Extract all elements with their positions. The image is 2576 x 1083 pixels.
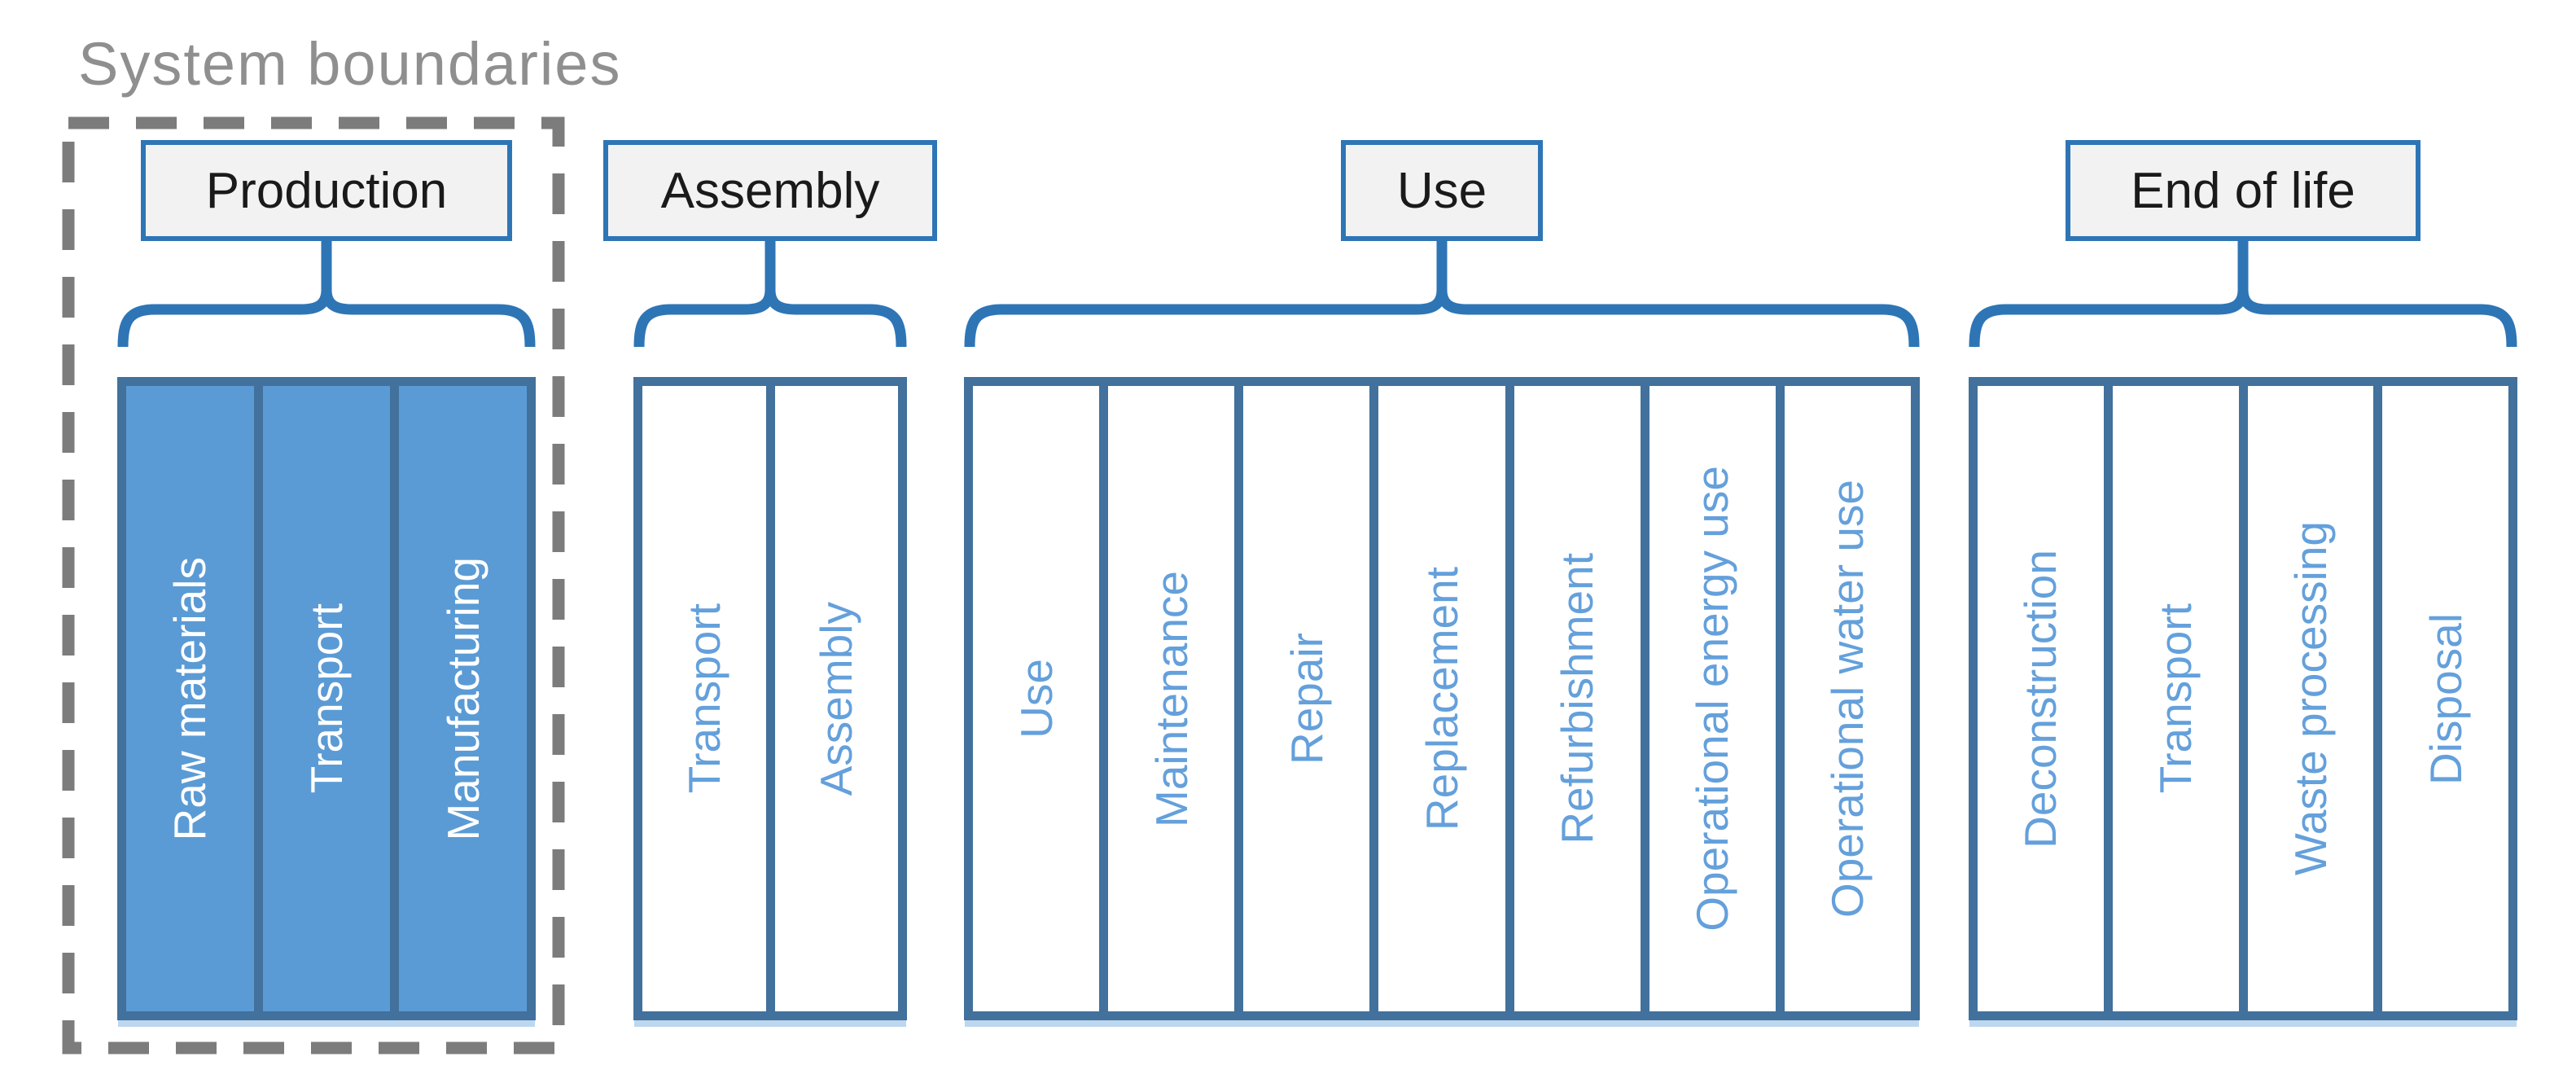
stage-header-label: Production	[205, 162, 448, 219]
brace-path	[117, 289, 536, 348]
stage-group-end-of-life: End of life Deconstruction Transport Was…	[1969, 140, 2517, 1020]
column-label: Transport	[2150, 603, 2201, 794]
column-label: Manufacturing	[437, 556, 488, 841]
brace-connector-production	[117, 241, 536, 348]
stage-header-production: Production	[141, 140, 512, 241]
stage-columns-use: Use Maintenance Repair Replacement Refur…	[964, 377, 1920, 1020]
column-raw-materials: Raw materials	[126, 386, 263, 1011]
column-label: Deconstruction	[2015, 549, 2066, 848]
stage-columns-end-of-life: Deconstruction Transport Waste processin…	[1969, 377, 2517, 1020]
column-label: Waste processing	[2285, 521, 2336, 876]
stage-group-use: Use Use Maintenance Repair Replacement R…	[964, 140, 1920, 1020]
column-label: Use	[1010, 659, 1062, 739]
column-manufacturing: Manufacturing	[399, 386, 527, 1011]
stage-header-label: Use	[1396, 162, 1487, 219]
column-label: Assembly	[811, 601, 862, 796]
column-label: Disposal	[2420, 612, 2471, 785]
column-label: Refurbishment	[1552, 553, 1603, 844]
column-refurbishment: Refurbishment	[1514, 386, 1649, 1011]
stage-group-assembly: Assembly Transport Assembly	[603, 140, 937, 1020]
brace-connector-assembly	[633, 241, 907, 348]
stage-header-end-of-life: End of life	[2066, 140, 2420, 241]
column-use: Use	[973, 386, 1109, 1011]
brace-connector-end-of-life	[1969, 241, 2517, 348]
stage-columns-assembly: Transport Assembly	[633, 377, 907, 1020]
column-replacement: Replacement	[1378, 386, 1514, 1011]
column-transport: Transport	[263, 386, 400, 1011]
column-label: Transport	[301, 603, 352, 794]
stage-columns-production: Raw materials Transport Manufacturing	[117, 377, 536, 1020]
brace-path	[633, 289, 907, 348]
brace-path	[1969, 289, 2517, 348]
column-maintenance: Maintenance	[1108, 386, 1244, 1011]
column-label: Replacement	[1416, 566, 1467, 831]
system-boundary-dashed-box	[62, 116, 565, 1054]
column-label: Raw materials	[164, 556, 216, 841]
column-repair: Repair	[1243, 386, 1379, 1011]
column-label: Maintenance	[1146, 570, 1197, 827]
stage-header-use: Use	[1341, 140, 1543, 241]
column-waste-processing: Waste processing	[2248, 386, 2383, 1011]
column-label: Operational energy use	[1687, 466, 1738, 932]
brace-path	[964, 289, 1920, 348]
dashed-rect	[62, 116, 565, 1054]
column-label: Repair	[1281, 632, 1332, 765]
stage-header-label: End of life	[2131, 162, 2355, 219]
column-label: Transport	[678, 603, 729, 794]
column-disposal: Disposal	[2382, 386, 2508, 1011]
column-deconstruction: Deconstruction	[1978, 386, 2113, 1011]
column-operational-water-use: Operational water use	[1785, 386, 1911, 1011]
column-transport: Transport	[2113, 386, 2248, 1011]
stage-group-production: Production Raw materials Transport Manuf…	[117, 140, 536, 1020]
system-boundaries-label: System boundaries	[78, 30, 622, 98]
stage-header-assembly: Assembly	[603, 140, 937, 241]
column-label: Operational water use	[1822, 479, 1873, 919]
brace-connector-use	[964, 241, 1920, 348]
stage-header-label: Assembly	[660, 162, 880, 219]
column-assembly: Assembly	[775, 386, 899, 1011]
column-operational-energy-use: Operational energy use	[1649, 386, 1785, 1011]
column-transport: Transport	[642, 386, 775, 1011]
